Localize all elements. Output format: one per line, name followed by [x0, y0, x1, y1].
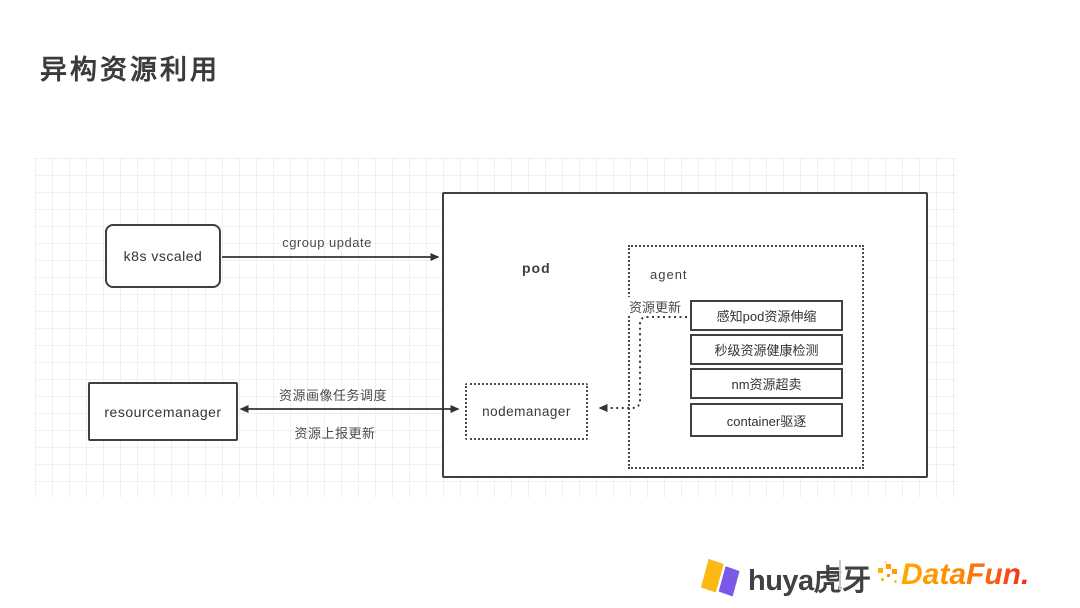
huya-logo-text: huya虎牙	[748, 565, 871, 597]
edge-label-cgroup-update: cgroup update	[282, 235, 372, 250]
agent-item-health-check: 秒级资源健康检测	[690, 334, 843, 365]
datafun-pixel-decoration-icon	[878, 568, 883, 573]
huya-logo-icon	[700, 558, 742, 599]
k8s-vscaled-box: k8s vscaled	[105, 224, 221, 288]
edge-label-resource-update: 资源更新	[627, 297, 684, 316]
agent-item-oversell: nm资源超卖	[690, 368, 843, 399]
edge-label-resource-report: 资源上报更新	[294, 426, 376, 441]
logo-separator	[839, 560, 841, 590]
edge-label-profile-schedule: 资源画像任务调度	[278, 388, 387, 403]
agent-item-container-evict: container驱逐	[690, 403, 843, 437]
page-title: 异构资源利用	[40, 55, 220, 85]
datafun-logo-text: DataFun.	[901, 558, 1030, 591]
agent-item-pod-scaling: 感知pod资源伸缩	[690, 300, 843, 331]
resourcemanager-box: resourcemanager	[88, 382, 238, 441]
agent-label: agent	[650, 267, 688, 282]
pod-label: pod	[522, 260, 551, 276]
nodemanager-box: nodemanager	[465, 383, 588, 440]
